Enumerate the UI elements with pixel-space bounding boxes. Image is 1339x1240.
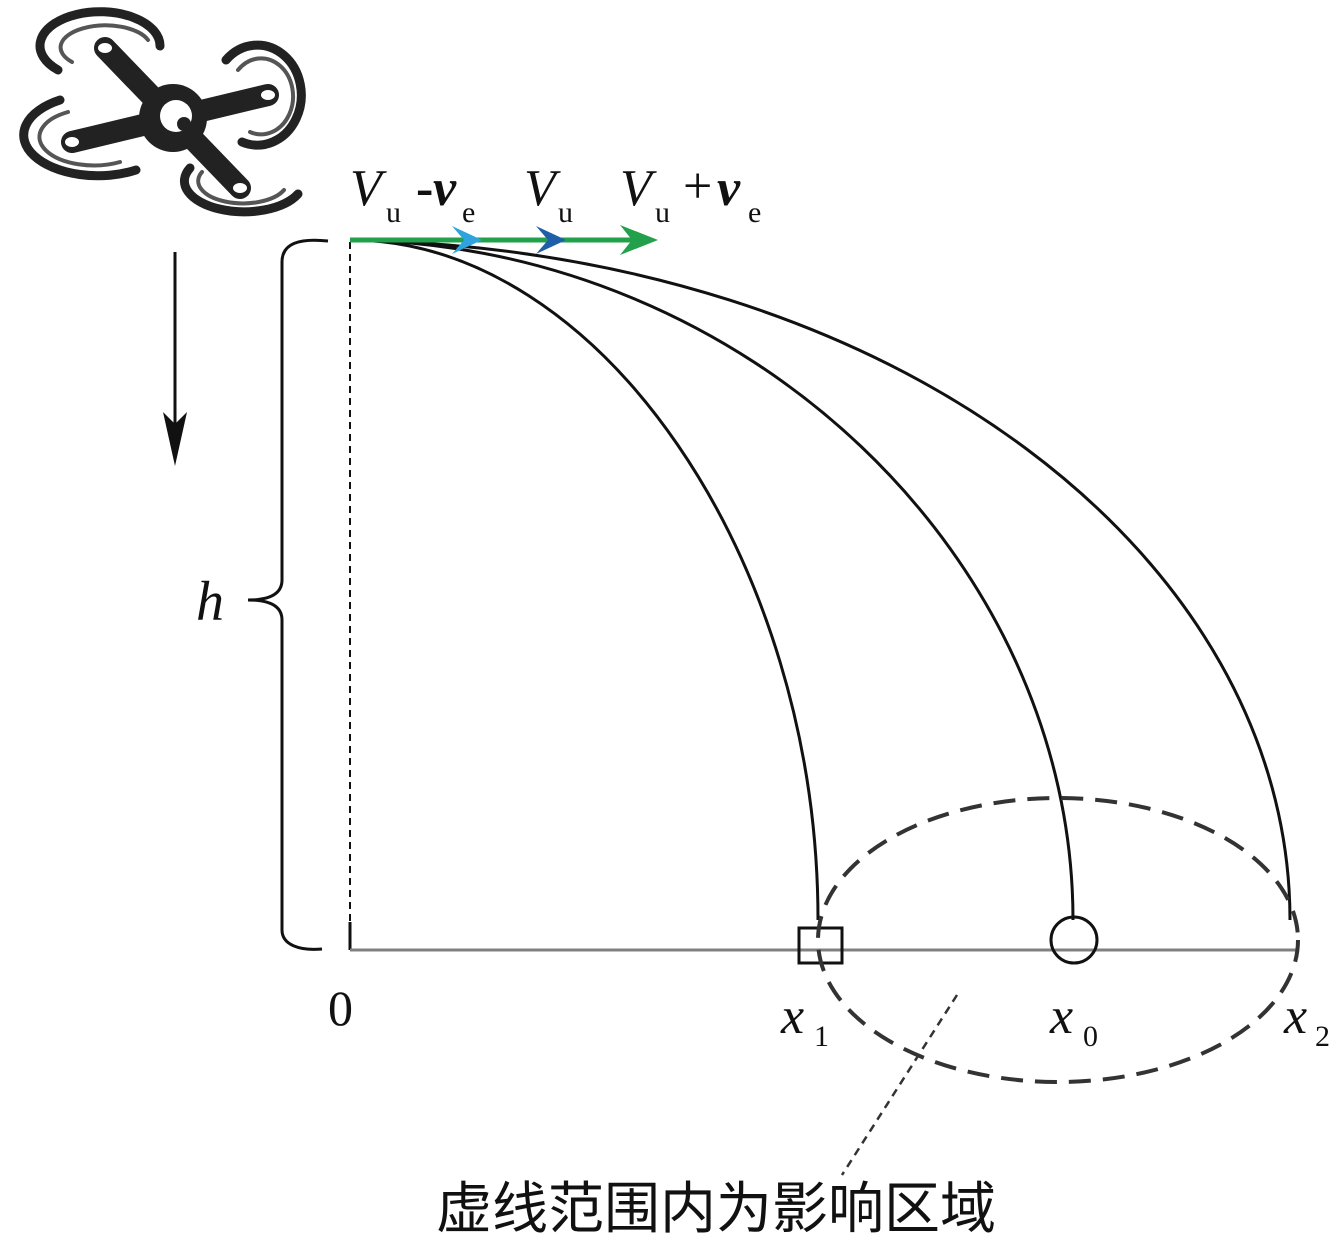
- x1-main: x: [780, 988, 804, 1045]
- propeller-upper-right-inner: [236, 56, 296, 137]
- velocity-label-fast: V u + v e: [620, 158, 761, 229]
- caption-leader-line: [840, 994, 959, 1176]
- label-fast-op: +: [683, 158, 712, 215]
- impact-marker-circle: [1049, 915, 1099, 965]
- hole-upper-left: [98, 43, 112, 53]
- drone-icon: [19, 7, 306, 217]
- height-label: h: [196, 571, 224, 633]
- label-fast-main: V: [620, 160, 657, 217]
- propeller-upper-right: [221, 40, 306, 150]
- propeller-upper-left-inner: [58, 23, 150, 64]
- trajectory-slow: [349, 238, 820, 921]
- propeller-swirls: [19, 7, 306, 217]
- label-slow-main2: v: [433, 160, 457, 217]
- point-label-x1: x 1: [780, 988, 829, 1053]
- velocity-slow-arrowhead: [452, 226, 482, 254]
- label-slow-sub: u: [386, 196, 401, 229]
- arm-holes: [65, 43, 275, 193]
- x2-main: x: [1283, 988, 1307, 1045]
- trajectories: [349, 238, 1292, 921]
- propeller-lower-left-inner: [37, 110, 122, 168]
- label-nominal-sub: u: [558, 196, 573, 229]
- velocity-label-nominal: V u: [524, 160, 573, 229]
- hole-lower-left: [65, 137, 79, 147]
- label-slow-sub2: e: [462, 196, 475, 229]
- trajectory-fast: [349, 238, 1292, 921]
- fall-arrow-head: [163, 412, 187, 466]
- x2-sub: 2: [1315, 1020, 1330, 1053]
- propeller-upper-left: [35, 7, 165, 75]
- label-nominal-main: V: [524, 160, 561, 217]
- trajectory-nominal: [349, 238, 1075, 921]
- origin-label: 0: [328, 980, 353, 1036]
- caption: 虚线范围内为影响区域: [436, 1179, 996, 1240]
- label-fast-sub2: e: [748, 196, 761, 229]
- label-fast-main2: v: [717, 160, 741, 217]
- x1-sub: 1: [814, 1020, 829, 1053]
- drone-hub-dot: [177, 117, 191, 131]
- velocity-fast-arrowhead: [620, 225, 658, 255]
- velocity-arrows: [350, 225, 658, 255]
- hole-lower-right: [233, 183, 247, 193]
- hole-upper-right: [261, 90, 275, 100]
- x0-sub: 0: [1083, 1020, 1098, 1053]
- point-label-x0: x 0: [1049, 988, 1098, 1053]
- influence-zone-ellipse: [816, 796, 1300, 1084]
- fall-direction-arrow: [163, 252, 187, 466]
- propeller-lower-right: [179, 163, 303, 217]
- label-slow-main: V: [350, 160, 387, 217]
- height-brace: [247, 238, 329, 951]
- propeller-lower-right-inner: [196, 170, 286, 206]
- propeller-lower-left: [19, 95, 141, 181]
- velocity-label-slow: V u - v e: [350, 160, 475, 229]
- label-slow-op: -: [416, 160, 433, 217]
- x0-main: x: [1049, 988, 1073, 1045]
- point-label-x2: x 2: [1283, 988, 1330, 1053]
- velocity-nominal-arrowhead: [536, 226, 566, 254]
- label-fast-sub: u: [655, 196, 670, 229]
